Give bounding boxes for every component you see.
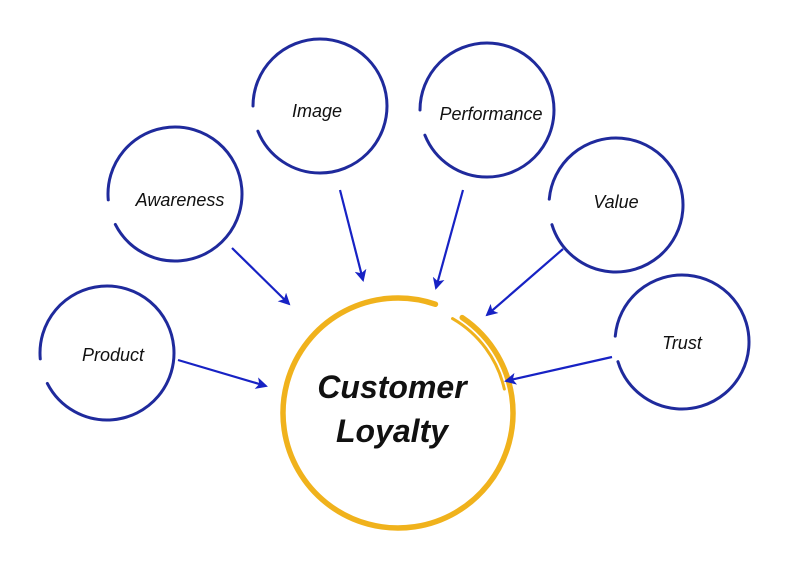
arrow-trust-to-center: [504, 355, 613, 385]
arrow-performance-to-center: [432, 189, 465, 290]
arrow-product-to-center: [177, 358, 268, 389]
node-label-awareness: Awareness: [135, 190, 225, 210]
node-label-performance: Performance: [439, 104, 542, 124]
node-image: Image: [251, 37, 389, 175]
node-ring-value: [547, 136, 685, 274]
node-performance: Performance: [418, 41, 556, 179]
arrow-value-to-center: [485, 248, 564, 317]
node-label-value: Value: [593, 192, 638, 212]
node-ring-awareness: [106, 125, 244, 263]
node-ring-trust: [613, 273, 751, 411]
node-product: Product: [38, 284, 176, 422]
node-ring-product: [38, 284, 176, 422]
arrows: [177, 189, 613, 389]
node-label-product: Product: [82, 345, 145, 365]
center-node: Customer Loyalty: [280, 295, 516, 531]
node-awareness: Awareness: [106, 125, 244, 263]
node-label-trust: Trust: [662, 333, 703, 353]
node-label-image: Image: [292, 101, 342, 121]
node-ring-image: [251, 37, 389, 175]
center-label-line2: Loyalty: [336, 413, 450, 449]
node-trust: Trust: [613, 273, 751, 411]
center-label-line1: Customer: [317, 369, 468, 405]
center-ring: [280, 295, 516, 531]
node-value: Value: [547, 136, 685, 274]
center-ring-inner: [287, 302, 509, 524]
arrow-image-to-center: [338, 189, 367, 282]
node-ring-performance: [418, 41, 556, 179]
arrow-awareness-to-center: [231, 247, 291, 306]
